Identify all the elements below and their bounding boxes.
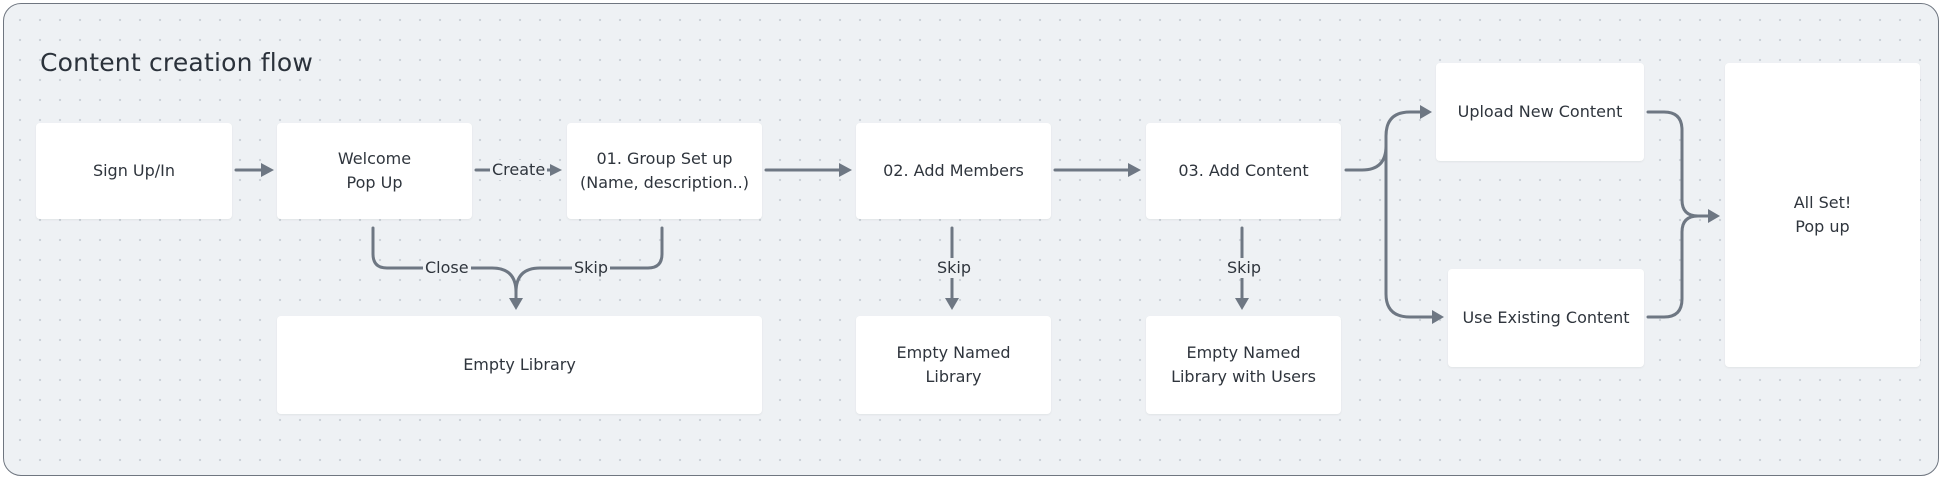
arrowhead xyxy=(945,298,959,310)
arrowhead xyxy=(1432,310,1444,324)
arrowhead xyxy=(1128,163,1141,177)
node-welcome-popup: Welcome Pop Up xyxy=(277,123,472,219)
node-empty-named-library: Empty Named Library xyxy=(856,316,1051,414)
diagram-board: Content creation flow Sign Up/In Welcome… xyxy=(3,3,1939,476)
edge-add-content-to-upload-new xyxy=(1344,110,1424,172)
arrowhead xyxy=(509,298,523,310)
node-sign-up: Sign Up/In xyxy=(36,123,232,219)
node-empty-named-library-with-users: Empty Named Library with Users xyxy=(1146,316,1341,414)
diagram-title: Content creation flow xyxy=(40,48,314,77)
edge-upload-new-to-all-set xyxy=(1646,110,1711,218)
arrowhead xyxy=(1708,209,1720,223)
edge-label-close: Close xyxy=(423,258,471,278)
node-add-content: 03. Add Content xyxy=(1146,123,1341,219)
node-group-setup: 01. Group Set up (Name, description..) xyxy=(567,123,762,219)
node-empty-library: Empty Library xyxy=(277,316,762,414)
edge-label-skip-group: Skip xyxy=(572,258,611,278)
edge-add-content-to-use-existing xyxy=(1384,144,1436,319)
arrowhead xyxy=(1420,105,1432,119)
edge-label-skip-members: Skip xyxy=(935,258,974,278)
arrowhead xyxy=(550,164,562,176)
edge-label-skip-content: Skip xyxy=(1225,258,1264,278)
arrowhead xyxy=(261,163,274,177)
edge-label-create: Create xyxy=(490,160,548,180)
edge-group-setup-to-empty-library xyxy=(514,226,664,294)
node-use-existing-content: Use Existing Content xyxy=(1448,269,1644,367)
node-all-set-popup: All Set! Pop up xyxy=(1725,63,1920,367)
arrowhead xyxy=(1235,298,1249,310)
edge-use-existing-to-all-set xyxy=(1646,214,1700,319)
node-upload-new-content: Upload New Content xyxy=(1436,63,1644,161)
node-add-members: 02. Add Members xyxy=(856,123,1051,219)
arrowhead xyxy=(839,163,852,177)
